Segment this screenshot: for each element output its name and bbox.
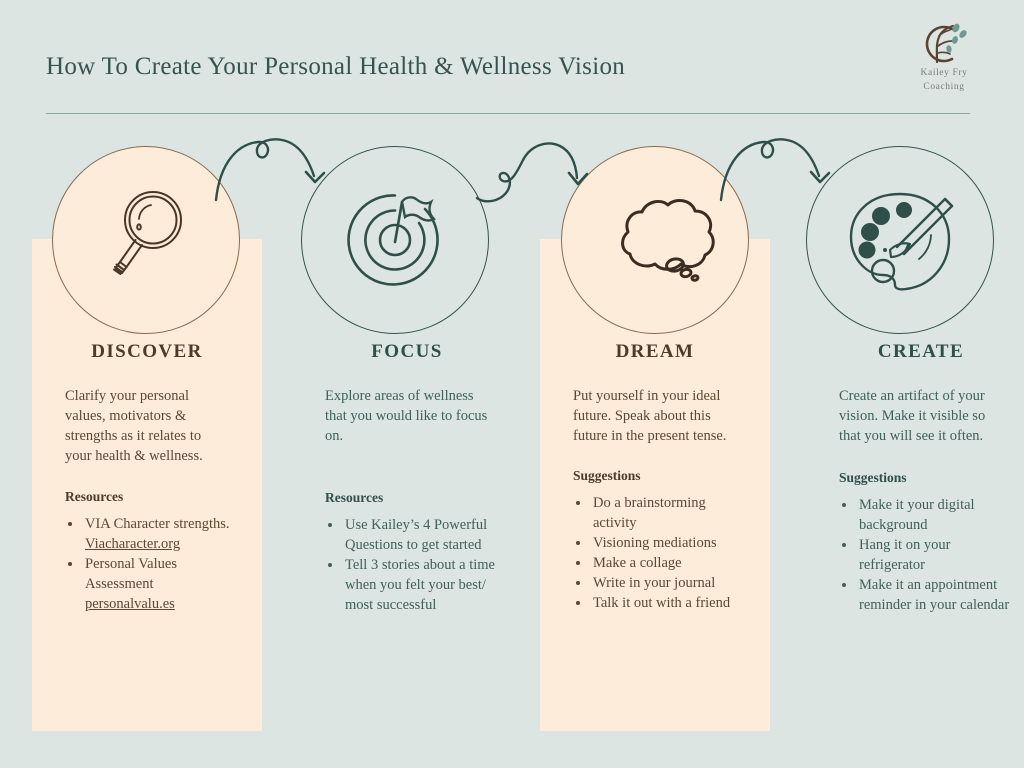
column-list-create: Make it your digital background Hang it … [805,495,1024,615]
column-create: CREATE Create an artifact of your vision… [805,340,1024,615]
header-divider [46,113,970,114]
column-discover: DISCOVER Clarify your personal values, m… [31,340,263,614]
paint-palette-icon [849,192,954,291]
column-body-create: Create an artifact of your vision. Make … [839,388,986,444]
list-item: Tell 3 stories about a time when you fel… [343,555,499,615]
list-item-text: Personal Values Assessment [85,556,177,592]
target-with-flag-icon [347,194,439,286]
column-list-discover: VIA Character strengths. Viacharacter.or… [31,514,263,614]
list-item: Personal Values Assessment personalvalu.… [83,554,239,614]
tree-branch-circle-icon [925,23,967,64]
logo-line-2: Coaching [923,82,965,92]
list-item: Talk it out with a friend [591,593,747,613]
list-item: Make it your digital background [857,495,1013,535]
list-item: Visioning mediations [591,533,747,553]
list-item-text: VIA Character strengths. [85,516,230,532]
column-title-focus: FOCUS [371,341,443,362]
page-header: How To Create Your Personal Health & Wel… [0,0,1024,118]
brand-logo: Kailey Fry Coaching [906,22,982,100]
column-body-focus: Explore areas of wellness that you would… [325,388,488,444]
curved-s-loop-arrow-icon [475,142,589,203]
column-title-create: CREATE [877,341,965,362]
arrow-dream-to-create [719,132,849,204]
magnifying-glass-icon [113,191,182,275]
arrow-focus-to-dream [475,132,605,204]
thought-bubble-icon [621,198,715,282]
column-list-focus: Use Kailey’s 4 Powerful Questions to get… [291,515,523,615]
column-focus: FOCUS Explore areas of wellness that you… [291,340,523,615]
column-subhead-focus: Resources [325,490,384,505]
column-body-dream: Put yourself in your ideal future. Speak… [573,388,727,444]
column-body-discover: Clarify your personal values, motivators… [65,388,203,464]
icon-circle-focus [301,146,489,334]
resource-link[interactable]: Viacharacter.org [85,536,181,552]
icon-circle-discover [52,146,240,334]
list-item: Use Kailey’s 4 Powerful Questions to get… [343,515,499,555]
column-subhead-dream: Suggestions [573,468,641,483]
arrow-discover-to-focus [214,132,344,204]
column-title-dream: DREAM [615,341,695,362]
list-item: Do a brainstorming activity [591,493,747,533]
list-item: Write in your journal [591,573,747,593]
column-list-dream: Do a brainstorming activity Visioning me… [539,493,771,613]
page-title: How To Create Your Personal Health & Wel… [46,53,626,80]
list-item: Make a collage [591,553,747,573]
column-title-discover: DISCOVER [91,341,203,362]
curved-loop-arrow-icon-2 [719,138,831,202]
column-subhead-discover: Resources [65,489,124,504]
column-dream: DREAM Put yourself in your ideal future.… [539,340,771,613]
list-item: Make it an appointment reminder in your … [857,575,1013,615]
icon-circle-create [806,146,994,334]
column-subhead-create: Suggestions [839,470,907,485]
logo-line-1: Kailey Fry [920,68,968,78]
icon-circle-dream [561,146,749,334]
list-item: Hang it on your refrigerator [857,535,1013,575]
list-item: VIA Character strengths. Viacharacter.or… [83,514,239,554]
curved-loop-arrow-icon [214,138,326,202]
resource-link[interactable]: personalvalu.es [85,596,175,612]
